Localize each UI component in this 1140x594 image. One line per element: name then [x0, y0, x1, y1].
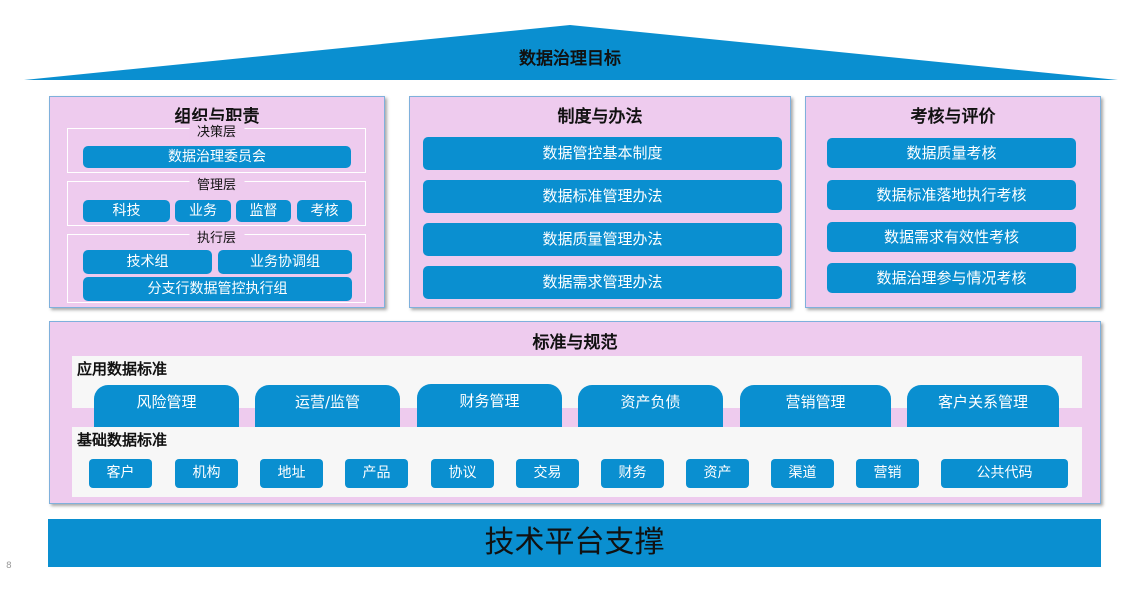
base-item-agreement: 协议 [431, 459, 494, 488]
app-item-risk: 风险管理 [94, 385, 239, 427]
assess-panel-title: 考核与评价 [910, 107, 996, 127]
base-standards-title: 基础数据标准 [77, 431, 168, 449]
assess-item-demand-effectiveness: 数据需求有效性考核 [827, 222, 1076, 252]
rules-item-standard-management: 数据标准管理办法 [423, 180, 782, 213]
app-item-assets: 资产负债 [578, 385, 723, 427]
tech-platform-bar: 技术平台支撑 [48, 519, 1101, 567]
base-item-assets: 资产 [686, 459, 749, 488]
rules-item-basic-system: 数据管控基本制度 [423, 137, 782, 170]
base-item-product: 产品 [345, 459, 408, 488]
roof-title: 数据治理目标 [519, 49, 621, 69]
decision-layer: 决策层 数据治理委员会 [67, 121, 366, 173]
page-number: 8 [6, 561, 12, 571]
assess-item-standard-execution: 数据标准落地执行考核 [827, 180, 1076, 210]
base-item-finance: 财务 [601, 459, 664, 488]
base-item-customer: 客户 [89, 459, 152, 488]
assessment-box: 考核 [297, 200, 352, 222]
roof-shape [24, 25, 1118, 80]
base-item-channel: 渠道 [771, 459, 834, 488]
rules-item-demand-management: 数据需求管理办法 [423, 266, 782, 299]
app-standards-title: 应用数据标准 [77, 360, 168, 378]
decision-layer-label: 决策层 [188, 121, 245, 140]
base-item-transaction: 交易 [516, 459, 579, 488]
tech-box: 科技 [83, 200, 170, 222]
base-item-institution: 机构 [175, 459, 238, 488]
tech-group-box: 技术组 [83, 250, 212, 274]
execution-layer: 执行层 技术组 业务协调组 分支行数据管控执行组 [67, 227, 366, 303]
app-item-finance: 财务管理 [417, 384, 562, 427]
rules-panel-title: 制度与办法 [557, 107, 643, 127]
rules-item-quality-management: 数据质量管理办法 [423, 223, 782, 256]
execution-layer-label: 执行层 [188, 227, 245, 246]
assess-item-participation: 数据治理参与情况考核 [827, 263, 1076, 293]
branch-execution-group-box: 分支行数据管控执行组 [83, 277, 352, 301]
standards-panel: 标准与规范 应用数据标准 风险管理 运营/监管 财务管理 资产负债 营销管理 客… [49, 321, 1101, 504]
rules-panel: 制度与办法 数据管控基本制度 数据标准管理办法 数据质量管理办法 数据需求管理办… [409, 96, 791, 308]
business-box: 业务 [175, 200, 231, 222]
governance-committee-box: 数据治理委员会 [83, 146, 351, 168]
management-layer: 管理层 科技 业务 监督 考核 [67, 174, 366, 226]
management-layer-label: 管理层 [188, 174, 245, 193]
base-item-common-code: 公共代码 [941, 459, 1068, 488]
base-item-address: 地址 [260, 459, 323, 488]
standards-panel-title: 标准与规范 [532, 333, 618, 353]
supervision-box: 监督 [236, 200, 291, 222]
assess-panel: 考核与评价 数据质量考核 数据标准落地执行考核 数据需求有效性考核 数据治理参与… [805, 96, 1101, 308]
org-panel: 组织与职责 决策层 数据治理委员会 管理层 科技 业务 监督 考核 执行层 技术… [49, 96, 385, 308]
business-coordination-group-box: 业务协调组 [218, 250, 352, 274]
app-item-marketing: 营销管理 [740, 385, 891, 427]
assess-item-quality: 数据质量考核 [827, 138, 1076, 168]
base-item-marketing: 营销 [856, 459, 919, 488]
app-item-crm: 客户关系管理 [907, 385, 1059, 427]
app-item-operations: 运营/监管 [255, 385, 400, 427]
